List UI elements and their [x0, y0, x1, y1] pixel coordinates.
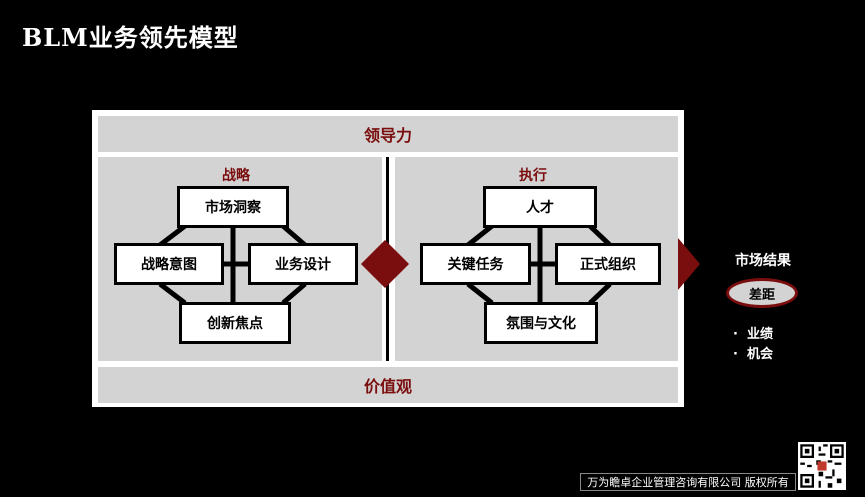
bullet-icon: ·	[733, 327, 738, 342]
strategy-title: 战略	[222, 168, 250, 184]
values-band: 价值观	[98, 367, 678, 403]
execution-link-br	[588, 282, 612, 305]
execution-title: 执行	[519, 168, 547, 184]
gap-ellipse: 差距	[726, 278, 798, 308]
results-list: ·业绩 ·机会	[733, 325, 773, 365]
bullet-icon: ·	[733, 347, 738, 362]
result-arrow-icon	[678, 238, 700, 290]
leadership-band: 领导力	[98, 116, 678, 152]
copyright-footer: 万为瞻卓企业管理咨询有限公司 版权所有	[580, 473, 796, 491]
page-title: BLM业务领先模型	[22, 23, 239, 52]
strategy-link-bl	[158, 282, 187, 305]
strategy-link-br	[281, 282, 307, 305]
strategy-link-tr	[281, 224, 307, 247]
strategy-link-tl	[158, 224, 187, 247]
market-results-title: 市场结果	[735, 253, 791, 269]
execution-link-tl	[466, 224, 494, 247]
strategic-intent-box: 战略意图	[114, 243, 224, 285]
market-insight-box: 市场洞察	[177, 186, 289, 228]
talent-box: 人才	[483, 186, 597, 228]
innovation-focus-box: 创新焦点	[179, 302, 291, 344]
execution-link-bl	[466, 282, 494, 305]
execution-link-tr	[588, 224, 612, 247]
qr-code-icon	[798, 442, 846, 490]
critical-tasks-box: 关键任务	[420, 243, 531, 285]
climate-culture-box: 氛围与文化	[484, 302, 598, 344]
list-item: ·机会	[733, 345, 773, 365]
formal-organization-box: 正式组织	[555, 243, 661, 285]
list-item: ·业绩	[733, 325, 773, 345]
business-design-box: 业务设计	[248, 243, 358, 285]
